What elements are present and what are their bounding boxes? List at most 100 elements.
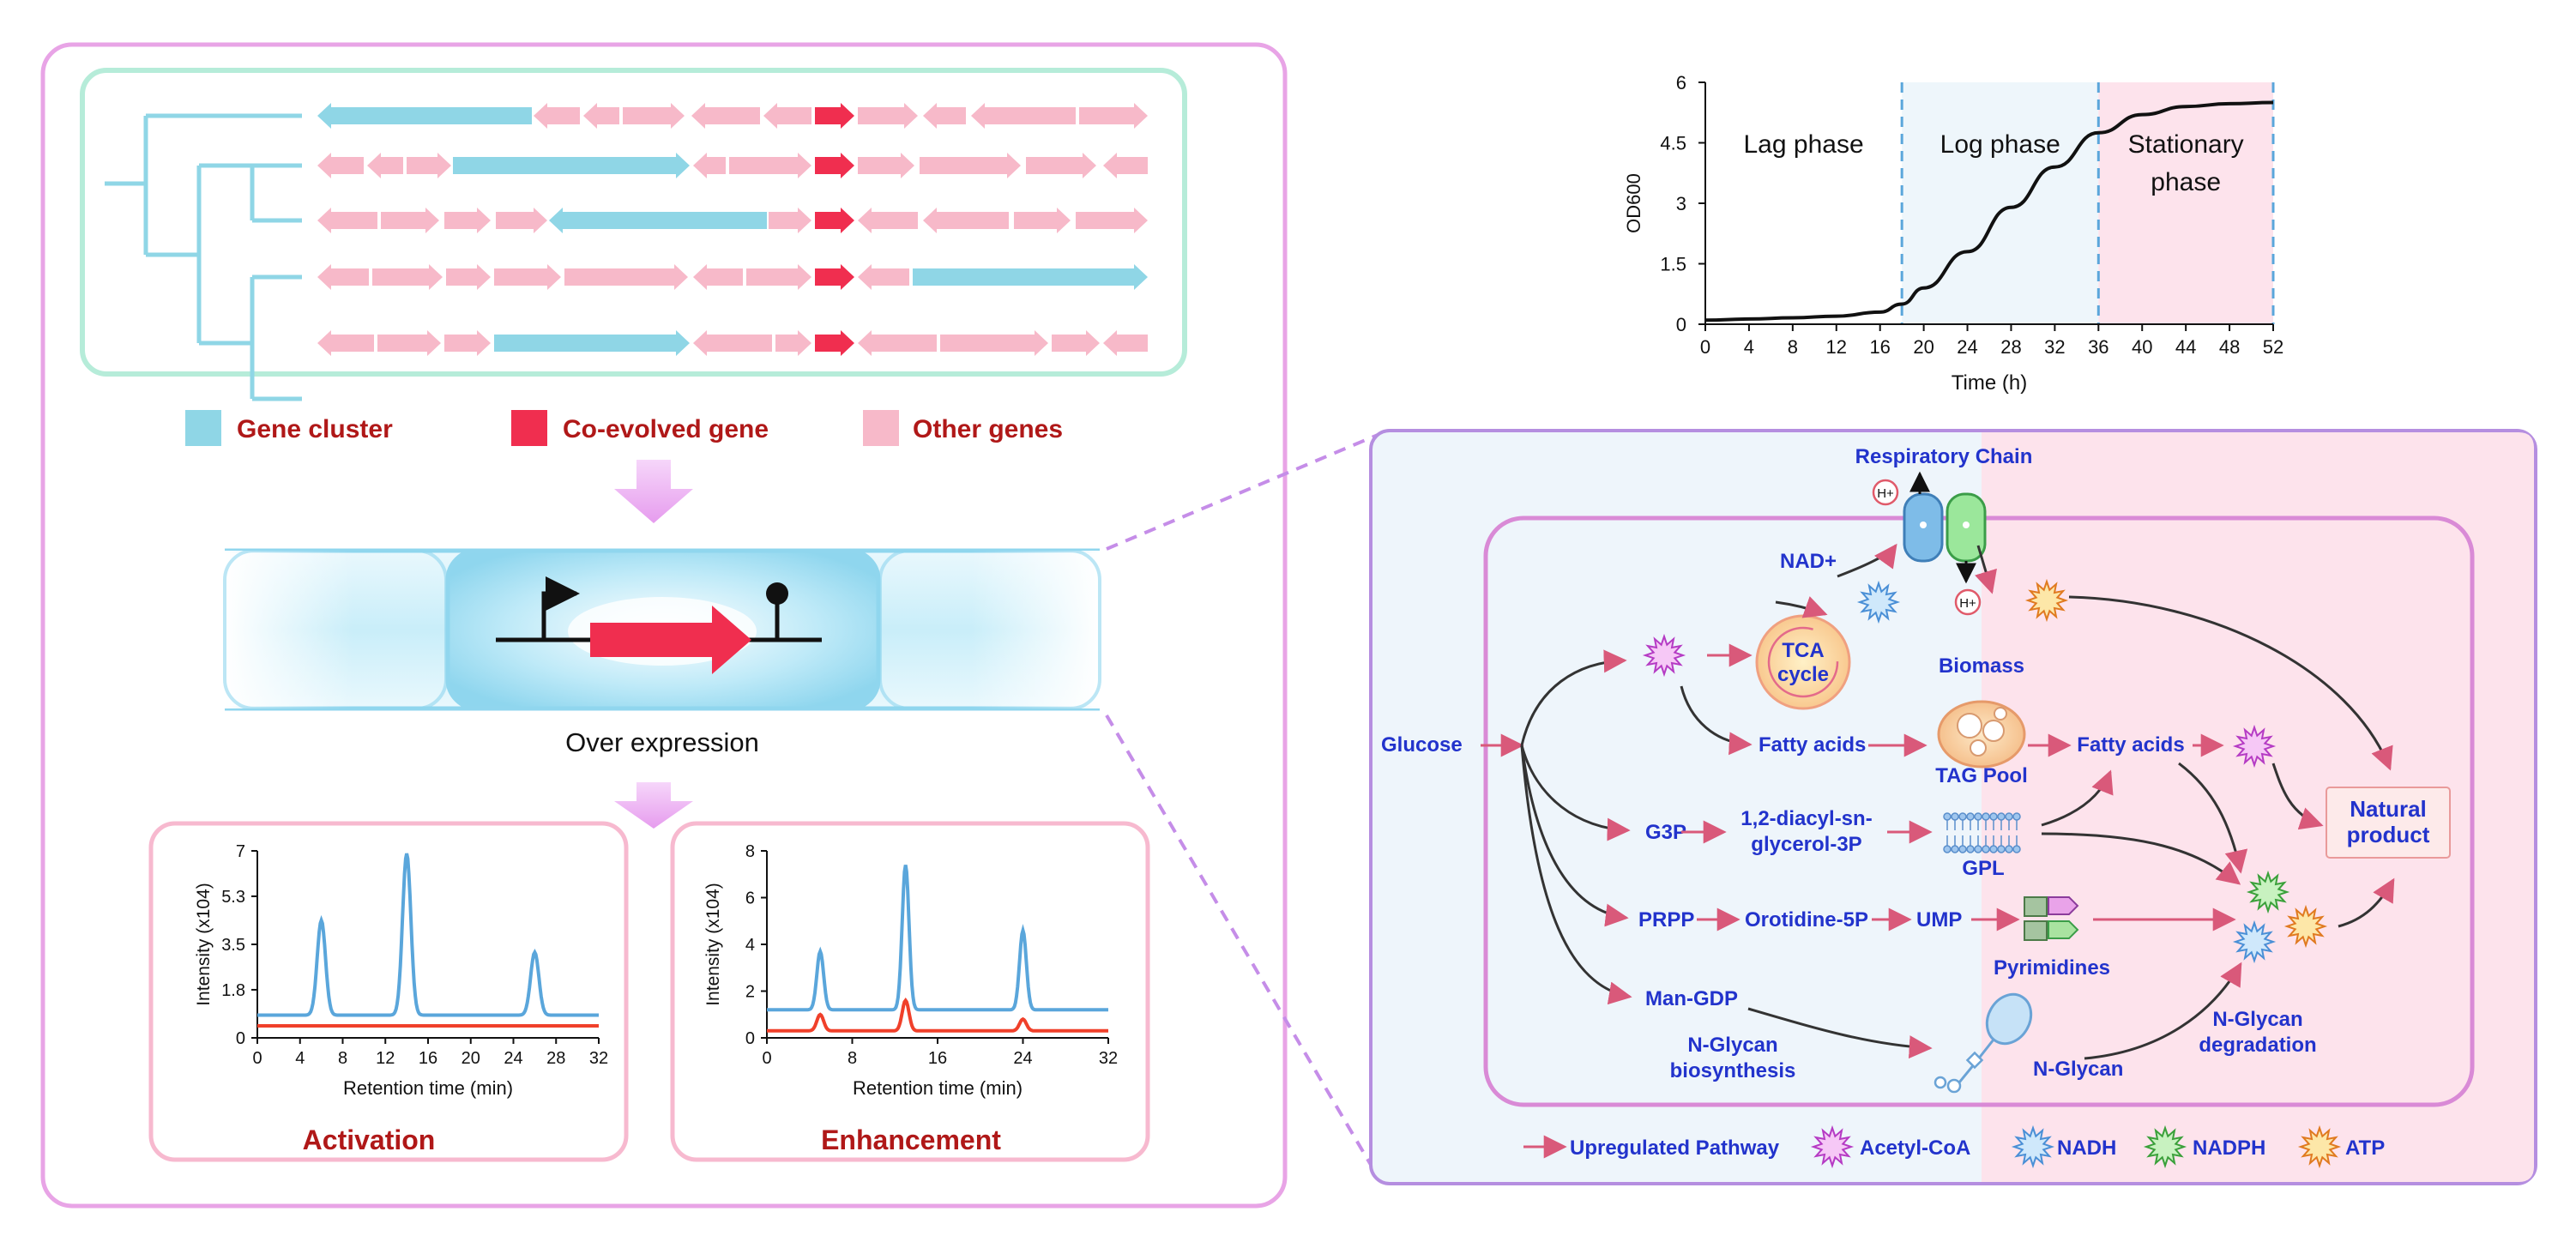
x-tick-label: 32 [1099, 1049, 1118, 1068]
pyrimidines-label: Pyrimidines [1994, 956, 2110, 980]
lipid-head [1982, 845, 1990, 853]
caption-enhancement: Enhancement [821, 1124, 1001, 1155]
other-gene-arrow [377, 330, 441, 356]
y-tick-label: 8 [745, 842, 755, 861]
other-gene-arrow [746, 264, 811, 290]
coevolved-gene-arrow [815, 153, 854, 178]
phase-label-lag: Lag phase [1744, 130, 1864, 159]
legend-label-other: Other genes [913, 415, 1063, 443]
other-gene-arrow [1103, 330, 1148, 356]
x-axis-label: Retention time (min) [343, 1077, 513, 1099]
nglycan-deg-label-2: degradation [2199, 1034, 2316, 1057]
pathway-arrows [1481, 595, 2395, 1060]
coevolved-gene-arrow [815, 330, 854, 356]
coevolved-gene-arrow [815, 264, 854, 290]
x-tick-label: 32 [589, 1049, 608, 1068]
x-tick-label: 28 [2000, 336, 2021, 358]
other-gene-arrow [923, 103, 966, 129]
other-gene-arrow [1052, 330, 1100, 356]
lipid-head [1951, 812, 1959, 821]
terminator-icon [766, 582, 788, 605]
x-tick-label: 12 [1826, 336, 1847, 358]
lipid-head [1966, 812, 1975, 821]
other-gene-arrow [971, 103, 1076, 129]
lipid-head [1958, 812, 1967, 821]
gene-cluster-arrow [549, 208, 767, 233]
chromatogram-activation-frame [148, 821, 629, 1162]
x-tick-label: 24 [504, 1049, 522, 1068]
x-tick-label: 8 [338, 1049, 347, 1068]
other-gene-arrow [372, 264, 443, 290]
y-tick-label: 0 [745, 1029, 755, 1048]
trace-red [767, 998, 1108, 1033]
biomass-label: Biomass [1939, 654, 2024, 678]
other-gene-arrow [763, 103, 811, 129]
other-gene-arrow [858, 153, 914, 178]
atp-star [2283, 904, 2328, 949]
other-gene-arrow [693, 153, 726, 178]
natural-product-label-2: product [2347, 822, 2430, 847]
other-gene-arrow [444, 330, 491, 356]
man-gdp-label: Man-GDP [1645, 987, 1738, 1010]
other-gene-arrow [729, 153, 811, 178]
tag-pool-icon [1937, 700, 2026, 769]
lipid-head [1989, 812, 1998, 821]
other-gene-arrow [691, 103, 760, 129]
nglycan-deg-label-1: N-Glycan [2212, 1008, 2302, 1031]
acetyl-coa-star [2232, 724, 2277, 769]
down-arrow-2 [614, 782, 693, 829]
connector-top [1106, 429, 1389, 551]
pathway-panel: Respiratory Chain H+ H+ NAD+ TCA cycle B… [1369, 429, 2537, 1185]
prpp-label: PRPP [1638, 908, 1694, 932]
y-tick-label: 7 [236, 842, 245, 861]
y-tick-label: 0 [1676, 314, 1686, 335]
lipid-head [1982, 812, 1990, 821]
x-tick-label: 16 [928, 1049, 947, 1068]
nglycan-biosyn-label-1: N-Glycan [1687, 1034, 1777, 1057]
other-gene-arrow [446, 264, 491, 290]
x-tick-label: 8 [1788, 336, 1798, 358]
x-tick-label: 4 [1744, 336, 1754, 358]
legend-nadph: NADPH [2193, 1136, 2265, 1160]
nad-plus-label: NAD+ [1780, 550, 1837, 573]
other-gene-arrow [623, 103, 685, 129]
lipid-head [1997, 845, 2006, 853]
legend-nadh: NADH [2057, 1136, 2116, 1160]
lipid-head [1989, 845, 1998, 853]
tca-cycle-node [1755, 614, 1851, 710]
connector-bottom [1105, 714, 1372, 1167]
orotidine-label: Orotidine-5P [1745, 908, 1868, 932]
y-tick-label: 1.5 [1660, 254, 1686, 275]
x-tick-label: 8 [848, 1049, 857, 1068]
other-gene-arrow [858, 264, 909, 290]
natural-product-label-1: Natural [2350, 796, 2427, 822]
x-tick-label: 16 [1869, 336, 1890, 358]
other-gene-arrow [940, 330, 1048, 356]
other-gene-arrow [583, 103, 619, 129]
x-tick-label: 12 [376, 1049, 395, 1068]
h-plus-top: H+ [1877, 486, 1894, 501]
y-axis-label: OD600 [1623, 173, 1644, 233]
y-tick-label: 3 [1676, 193, 1686, 214]
nglycan-label: N-Glycan [2033, 1058, 2123, 1081]
other-gene-arrow [858, 330, 937, 356]
lipid-head [1974, 845, 1982, 853]
x-axis-label: Time (h) [1952, 371, 2027, 395]
y-axis-label: Intensity (x104) [703, 883, 723, 1006]
other-gene-arrow [496, 208, 547, 233]
glucose-label: Glucose [1381, 733, 1463, 757]
acetyl-coa-star [1642, 633, 1686, 678]
overexpression-label: Over expression [565, 727, 759, 757]
chromatogram-enhancement-frame [670, 821, 1150, 1162]
nglycan-biosyn-label-2: biosynthesis [1670, 1059, 1796, 1082]
growth-curve-line [1704, 100, 2274, 323]
cell-right [878, 549, 1101, 710]
overexpressed-gene-arrow [590, 606, 751, 674]
nadh-star [2232, 919, 2277, 964]
x-tick-label: 24 [1013, 1049, 1032, 1068]
other-gene-arrow [1103, 153, 1148, 178]
respiratory-complex-icon [1903, 471, 1987, 584]
x-tick-label: 4 [295, 1049, 305, 1068]
